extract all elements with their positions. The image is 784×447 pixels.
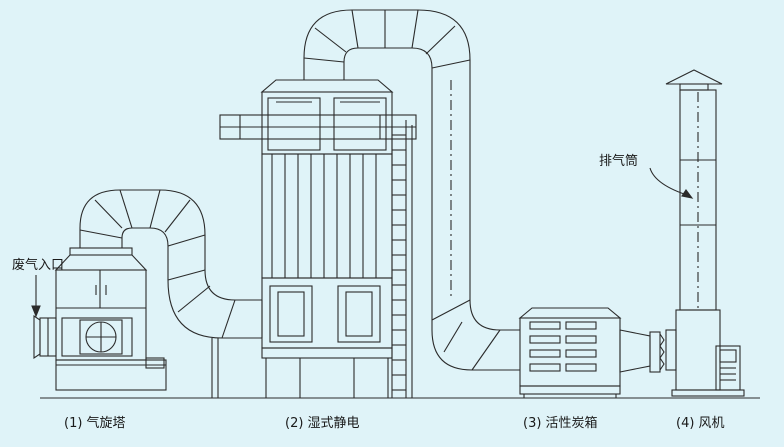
duct-3: [619, 329, 665, 373]
inlet-arrow: [31, 275, 41, 318]
caption-carbon-box: (3) 活性炭箱: [523, 416, 598, 431]
cyclone-tower: [33, 247, 167, 391]
caption-wet-esp: (2) 湿式静电: [285, 416, 360, 431]
inlet-label: 废气入口: [12, 258, 65, 273]
duct-2: [303, 9, 520, 371]
duct-1: [79, 189, 263, 398]
carbon-box: [518, 307, 622, 398]
caption-cyclone-tower: (1) 气旋塔: [64, 416, 126, 431]
stack-label: 排气筒: [599, 154, 639, 169]
caption-fan: (4) 风机: [676, 416, 725, 431]
fan-and-stack: [665, 69, 745, 397]
wet-esp: [219, 79, 417, 398]
stack-pointer: [649, 167, 694, 199]
